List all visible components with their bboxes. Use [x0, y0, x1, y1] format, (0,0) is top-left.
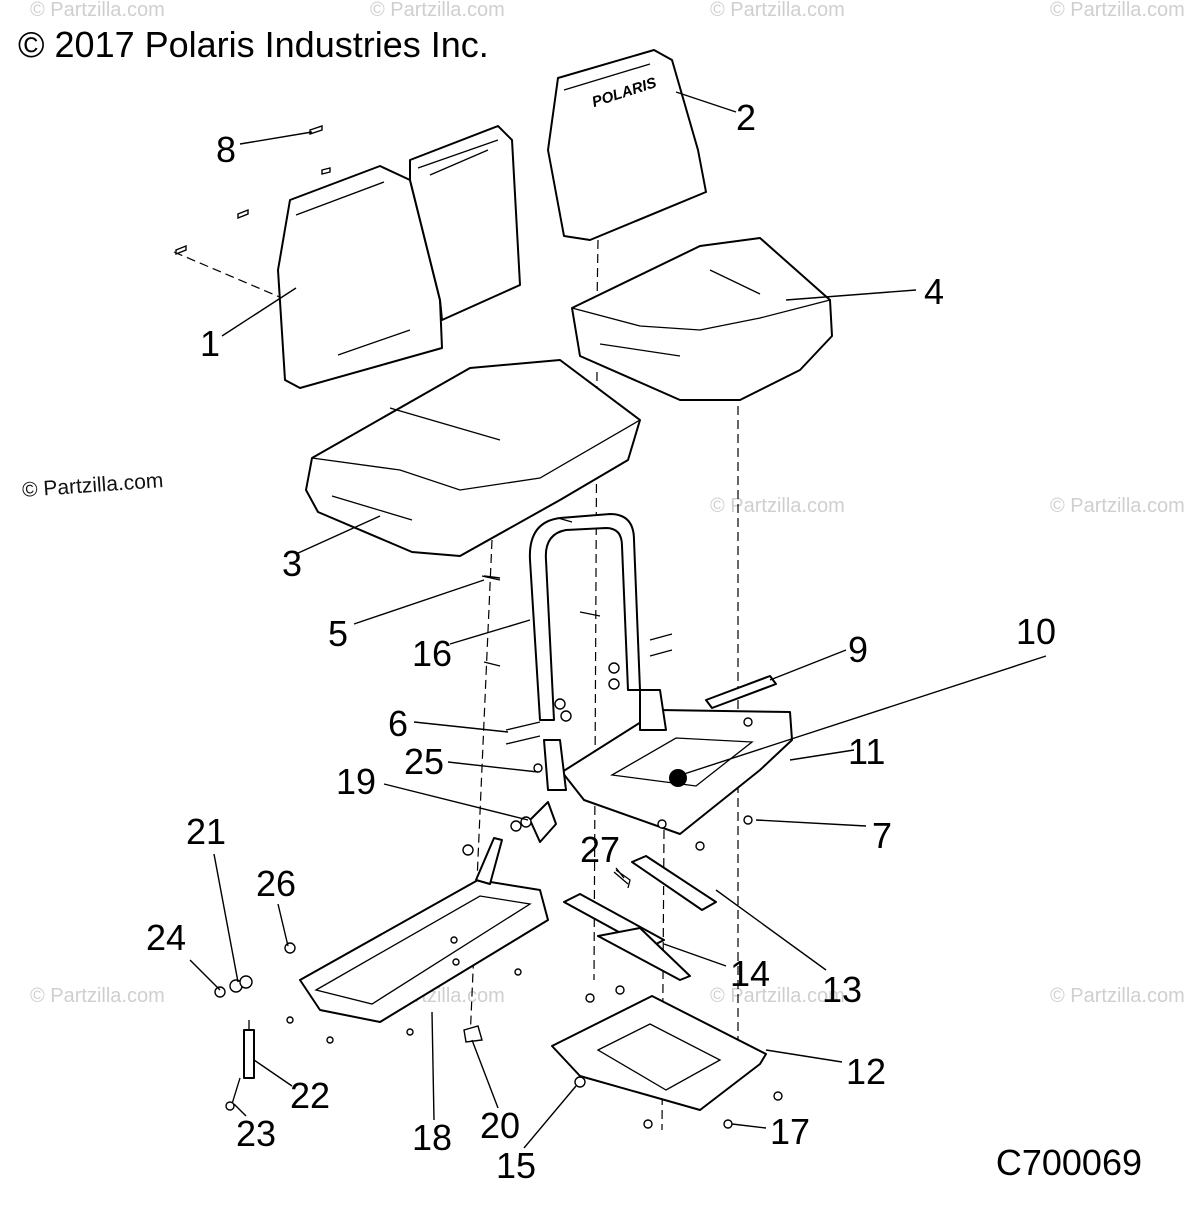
seat-base-plate: [543, 689, 793, 835]
bench-seat-cushion: [305, 359, 641, 557]
callout-2: 2: [736, 97, 756, 138]
watermark: © Partzilla.com: [1050, 0, 1185, 21]
callout-4: 4: [924, 271, 944, 312]
callout-21: 21: [186, 811, 226, 852]
single-seat-backrest: POLARIS: [547, 49, 707, 241]
leader-lines: [189, 91, 1047, 1149]
seat-slide-rails: [563, 855, 717, 981]
callout-16: 16: [412, 633, 452, 674]
seat-strap: [705, 675, 777, 709]
callout-25: 25: [404, 741, 444, 782]
callout-19: 19: [336, 761, 376, 802]
callout-23: 23: [236, 1113, 276, 1154]
callout-5: 5: [328, 613, 348, 654]
hinge-bracket: [510, 801, 557, 843]
callout-14: 14: [730, 953, 770, 994]
single-seat-cushion: [571, 237, 833, 401]
callout-11: 11: [848, 731, 885, 772]
callout-12: 12: [846, 1051, 886, 1092]
callout-8: 8: [216, 129, 236, 170]
callout-26: 26: [256, 863, 296, 904]
callout-15: 15: [496, 1145, 536, 1186]
gas-strut: [231, 1020, 255, 1105]
watermark: © Partzilla.com: [1050, 495, 1185, 517]
callout-22: 22: [290, 1075, 330, 1116]
callout-13: 13: [822, 969, 862, 1010]
watermark: © Partzilla.com: [30, 0, 165, 21]
diagram-code: C700069: [995, 1142, 1142, 1183]
watermark: © Partzilla.com: [710, 495, 845, 517]
callout-27: 27: [580, 829, 620, 870]
callout-6: 6: [388, 703, 408, 744]
callout-labels: 1 2 3 4 5 6 7 8 9 10 11 12 13 14 15 16 1…: [146, 97, 1056, 1186]
callout-18: 18: [412, 1117, 452, 1158]
callout-10: 10: [1016, 611, 1056, 652]
bench-seat-backrest: [277, 125, 521, 389]
callout-20: 20: [480, 1105, 520, 1146]
copyright-notice: © 2017 Polaris Industries Inc.: [18, 24, 489, 65]
lower-seat-frame: [299, 837, 549, 1023]
watermark: © Partzilla.com: [710, 985, 845, 1007]
callout-9: 9: [848, 629, 868, 670]
watermark: © Partzilla.com: [710, 0, 845, 21]
fastener-group: [175, 125, 783, 1129]
callout-3: 3: [282, 543, 302, 584]
callout-7: 7: [872, 815, 892, 856]
callout-24: 24: [146, 917, 186, 958]
seat-back-frame: [528, 513, 641, 721]
watermark: © Partzilla.com: [30, 985, 165, 1007]
watermark: © Partzilla.com: [370, 0, 505, 21]
callout-1: 1: [200, 323, 220, 364]
callout-17: 17: [770, 1111, 810, 1152]
seat-mounting-plate: [551, 995, 767, 1111]
watermark: © Partzilla.com: [1050, 985, 1185, 1007]
seat-switch-dot: [669, 769, 687, 787]
